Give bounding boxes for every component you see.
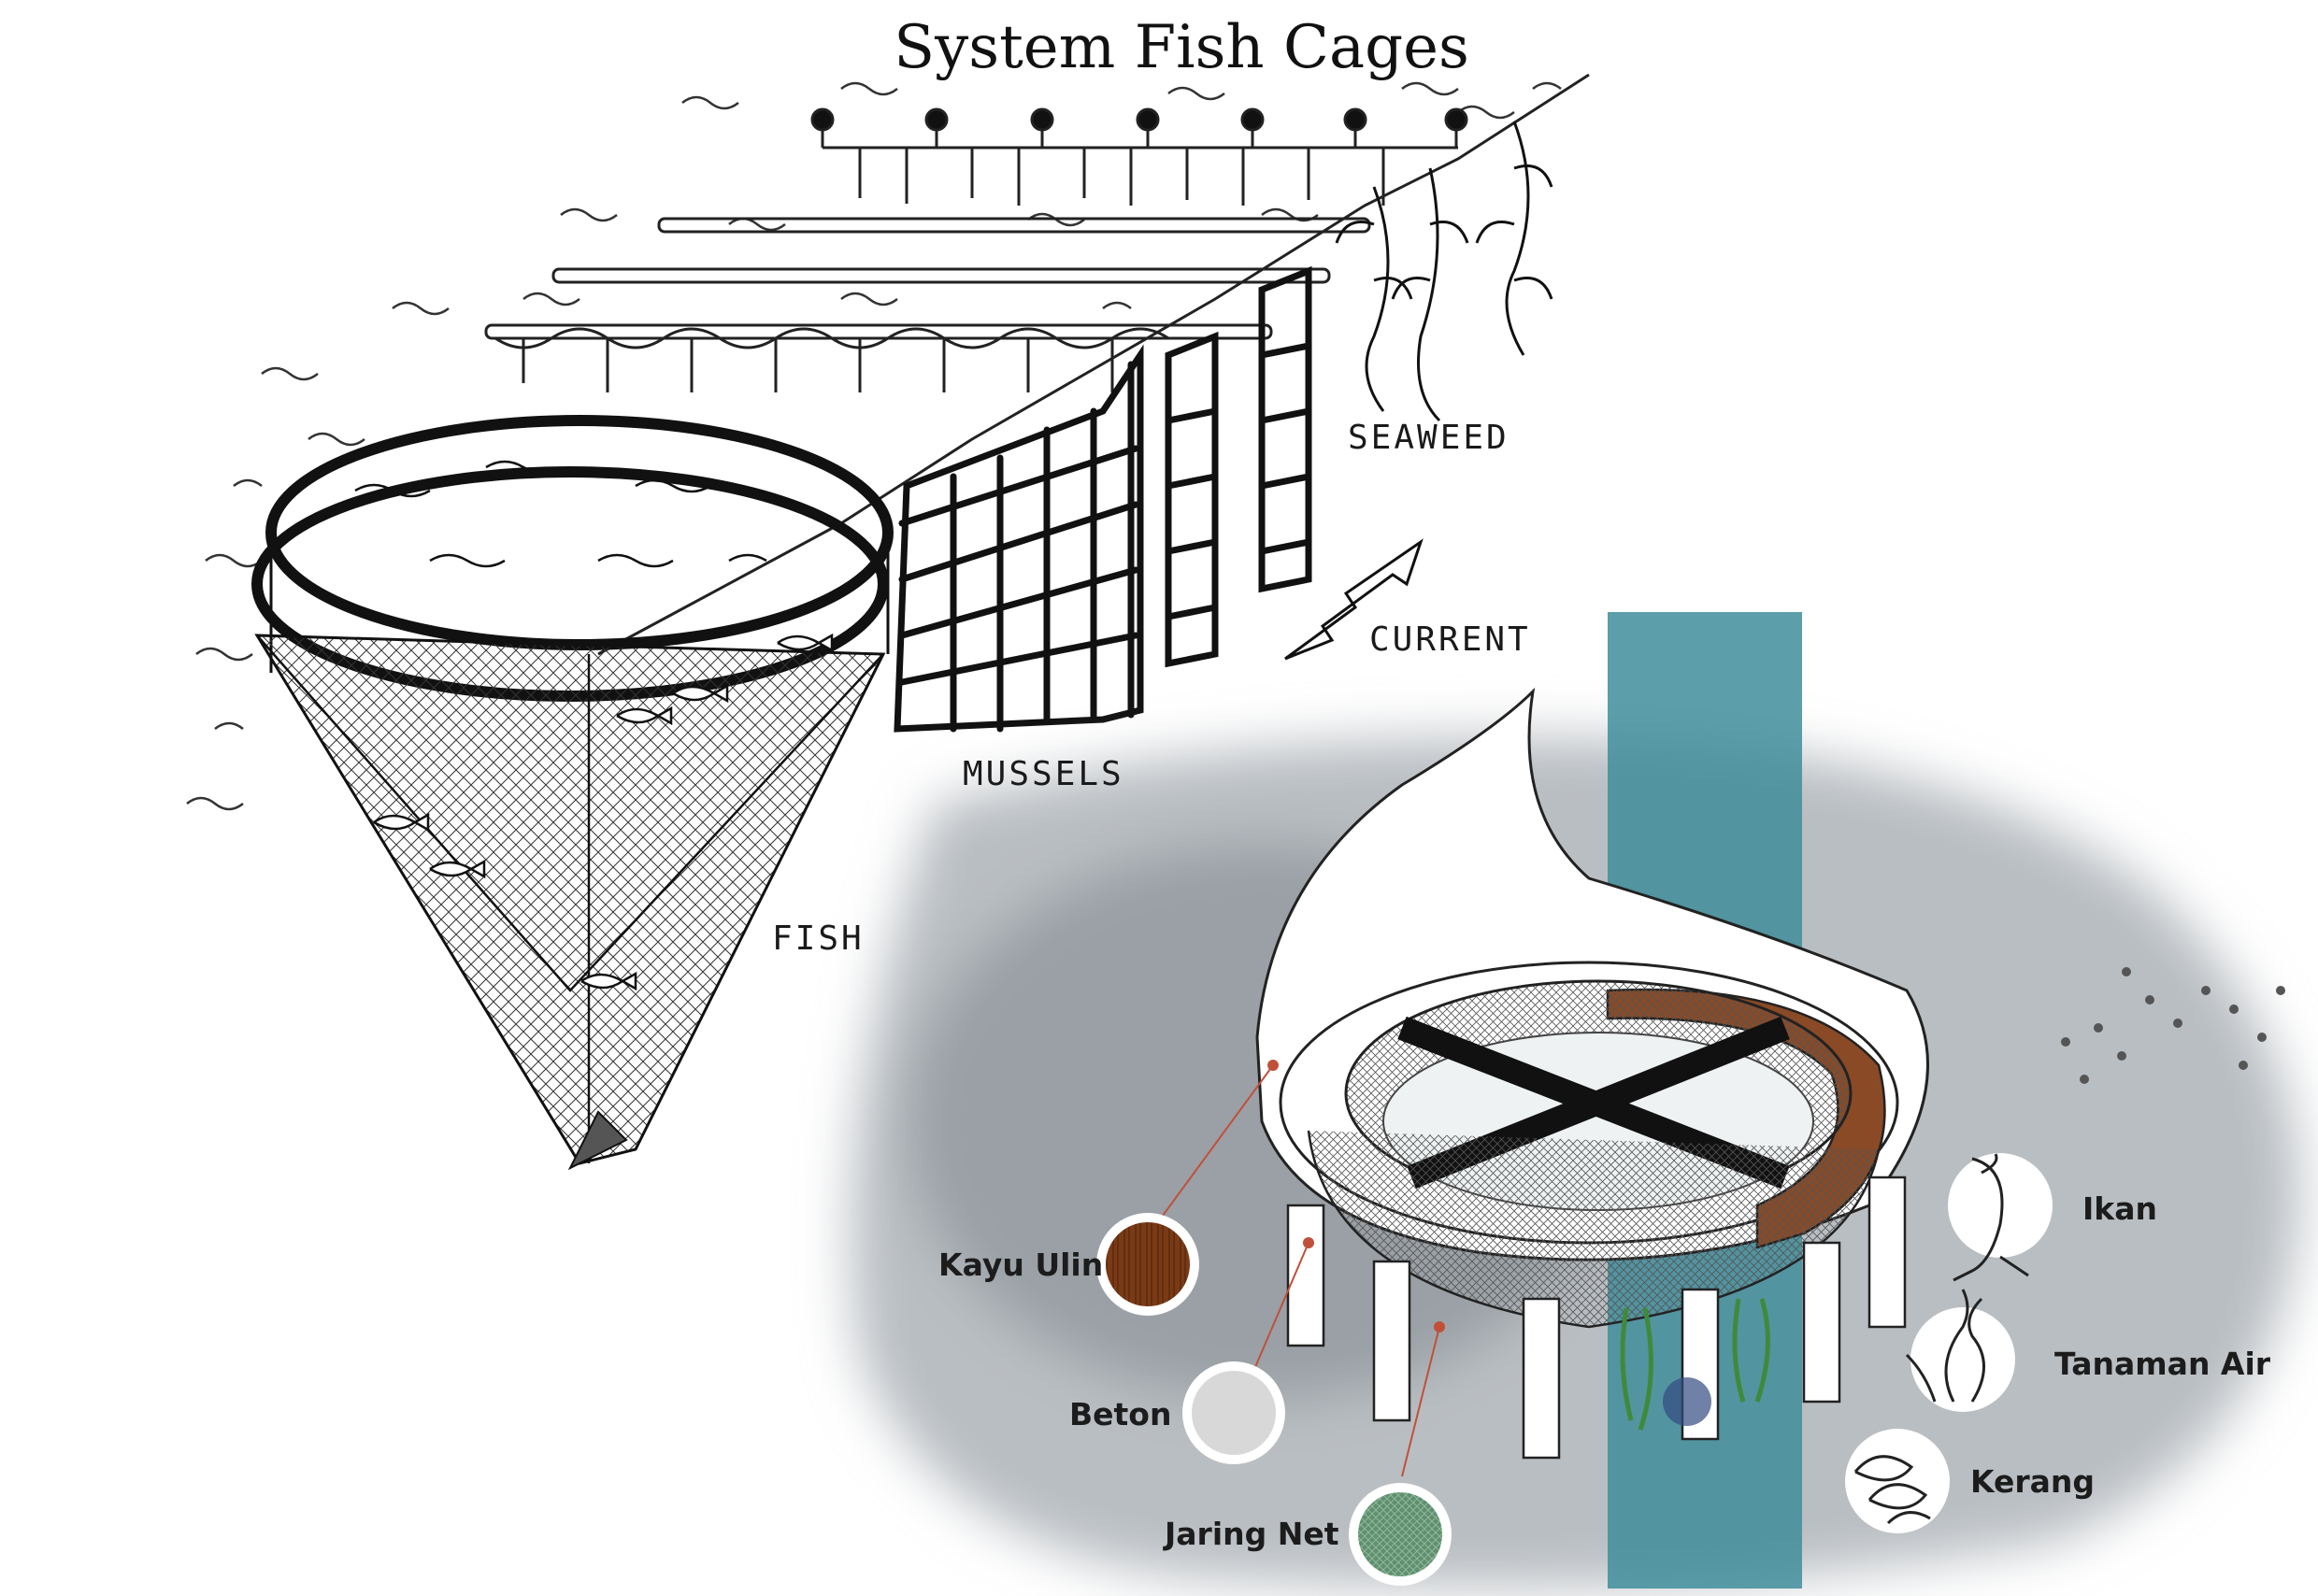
sketch-fish-shapes xyxy=(373,633,834,991)
cage-structure xyxy=(1255,687,1929,1460)
material-label-beton: Beton xyxy=(1069,1396,1172,1432)
label-mussels: MUSSELS xyxy=(963,755,1124,793)
label-fish: FISH xyxy=(772,919,865,958)
material-label-kayu-ulin: Kayu Ulin xyxy=(938,1247,1104,1283)
biota-icons xyxy=(1845,1153,2053,1533)
label-current: CURRENT xyxy=(1369,620,1531,659)
current-arrow-icon xyxy=(1284,538,1424,661)
water-plant-icon xyxy=(1910,1307,2015,1412)
diagram-title: System Fish Cages xyxy=(894,13,1469,82)
shellfish-icon xyxy=(1845,1429,1950,1533)
biota-label-kerang: Kerang xyxy=(1970,1463,2096,1500)
swatch-jaring-net xyxy=(1349,1483,1452,1586)
material-label-jaring-net: Jaring Net xyxy=(1165,1516,1339,1552)
buoy-longline xyxy=(810,107,1468,206)
catfish-icon xyxy=(1948,1153,2053,1258)
fish-school-icon xyxy=(2061,967,2285,1084)
leader-lines xyxy=(1149,1060,1445,1477)
label-seaweed: SEAWEED xyxy=(1348,419,1510,457)
material-swatches xyxy=(1096,1213,1452,1586)
raft-rails xyxy=(484,217,1371,392)
swatch-kayu-ulin xyxy=(1096,1213,1199,1316)
biota-label-ikan: Ikan xyxy=(2082,1190,2157,1227)
sketch-waves xyxy=(186,81,1562,811)
sketch-seaweed xyxy=(1335,121,1553,422)
biota-label-tanaman-air: Tanaman Air xyxy=(2054,1346,2271,1382)
sketch-mussel-grid xyxy=(894,265,1312,733)
swatch-beton xyxy=(1182,1361,1285,1464)
sketch-fish-cage xyxy=(251,415,894,1171)
